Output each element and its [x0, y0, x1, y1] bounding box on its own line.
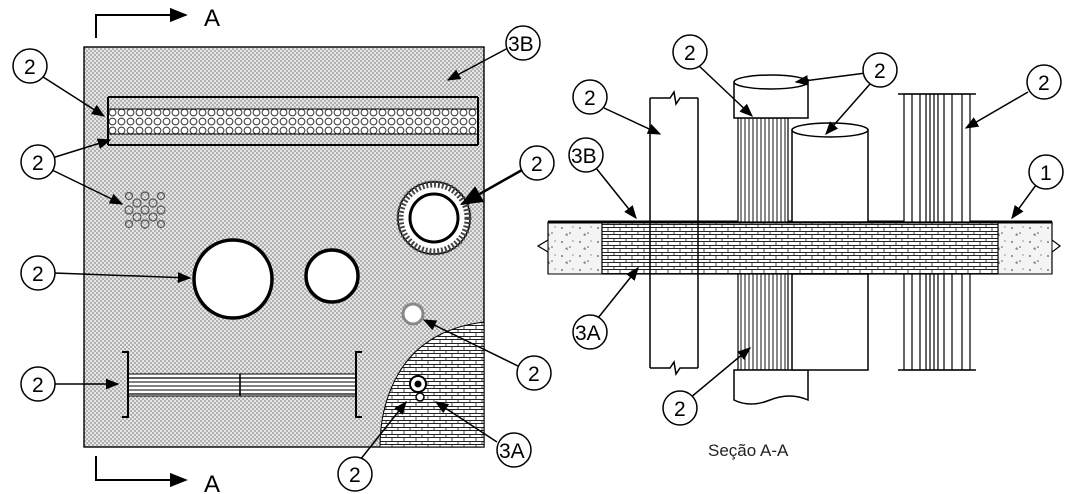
callout-section-left: 2	[572, 79, 662, 135]
svg-text:2: 2	[674, 398, 686, 421]
svg-text:2: 2	[531, 153, 543, 176]
section-caption: Seção A-A	[708, 441, 789, 460]
cable-bundle	[124, 191, 166, 229]
callout-ibeam: 2	[20, 366, 120, 402]
section-marker-top: A	[95, 5, 220, 38]
svg-text:3A: 3A	[575, 322, 601, 345]
svg-text:2: 2	[528, 363, 540, 386]
duct-left	[649, 90, 699, 376]
cable-tray-band	[107, 108, 479, 135]
callout-section-3a: 3A	[572, 266, 639, 350]
callout-top-left: 2	[12, 48, 106, 117]
callout-large-pipe: 2	[20, 255, 192, 291]
callout-ring-pipe: 2	[460, 145, 555, 206]
svg-text:2: 2	[584, 87, 596, 110]
svg-text:2: 2	[32, 374, 44, 397]
steel-beam	[122, 351, 362, 418]
svg-text:3B: 3B	[508, 33, 534, 56]
callout-section-3b: 3B	[568, 137, 637, 220]
svg-text:2: 2	[32, 152, 44, 175]
callout-section-bottom-center: 2	[662, 347, 752, 426]
concrete-right	[997, 221, 1053, 275]
svg-text:3B: 3B	[571, 145, 597, 168]
callout-section-top-center-right: 2	[794, 52, 898, 136]
svg-text:2: 2	[32, 263, 44, 286]
svg-text:A: A	[204, 5, 220, 32]
callout-section-top-right: 2	[964, 64, 1062, 129]
plan-view: A A 3B 2 2 2 2	[12, 5, 555, 494]
section-view: 2 2 2 2 3B 1	[536, 34, 1064, 460]
large-pipe	[192, 238, 274, 320]
svg-text:A: A	[204, 471, 220, 494]
callout-small-ring: 2	[422, 319, 552, 391]
callout-3a-plan: 3A	[434, 401, 532, 468]
callout-bottom-center: 2	[337, 400, 407, 492]
callout-band-bottom: 2	[20, 138, 124, 205]
concrete-left	[547, 221, 603, 275]
svg-text:2: 2	[874, 60, 886, 83]
cable-bundle-section	[737, 117, 789, 371]
beam-right-section	[898, 93, 976, 371]
small-pipe	[401, 302, 425, 326]
medium-pipe	[304, 248, 360, 304]
svg-text:2: 2	[684, 42, 696, 65]
svg-text:2: 2	[349, 464, 361, 487]
svg-text:1: 1	[1040, 162, 1052, 185]
svg-text:2: 2	[1038, 72, 1050, 95]
mortar-seal-band	[601, 221, 999, 275]
svg-text:3A: 3A	[499, 440, 525, 463]
callout-section-top-center: 2	[672, 34, 753, 117]
callout-section-wall: 1	[1011, 154, 1064, 220]
svg-text:2: 2	[24, 56, 36, 79]
section-marker-bottom: A	[95, 456, 220, 494]
callout-3b-plan: 3B	[446, 25, 541, 81]
